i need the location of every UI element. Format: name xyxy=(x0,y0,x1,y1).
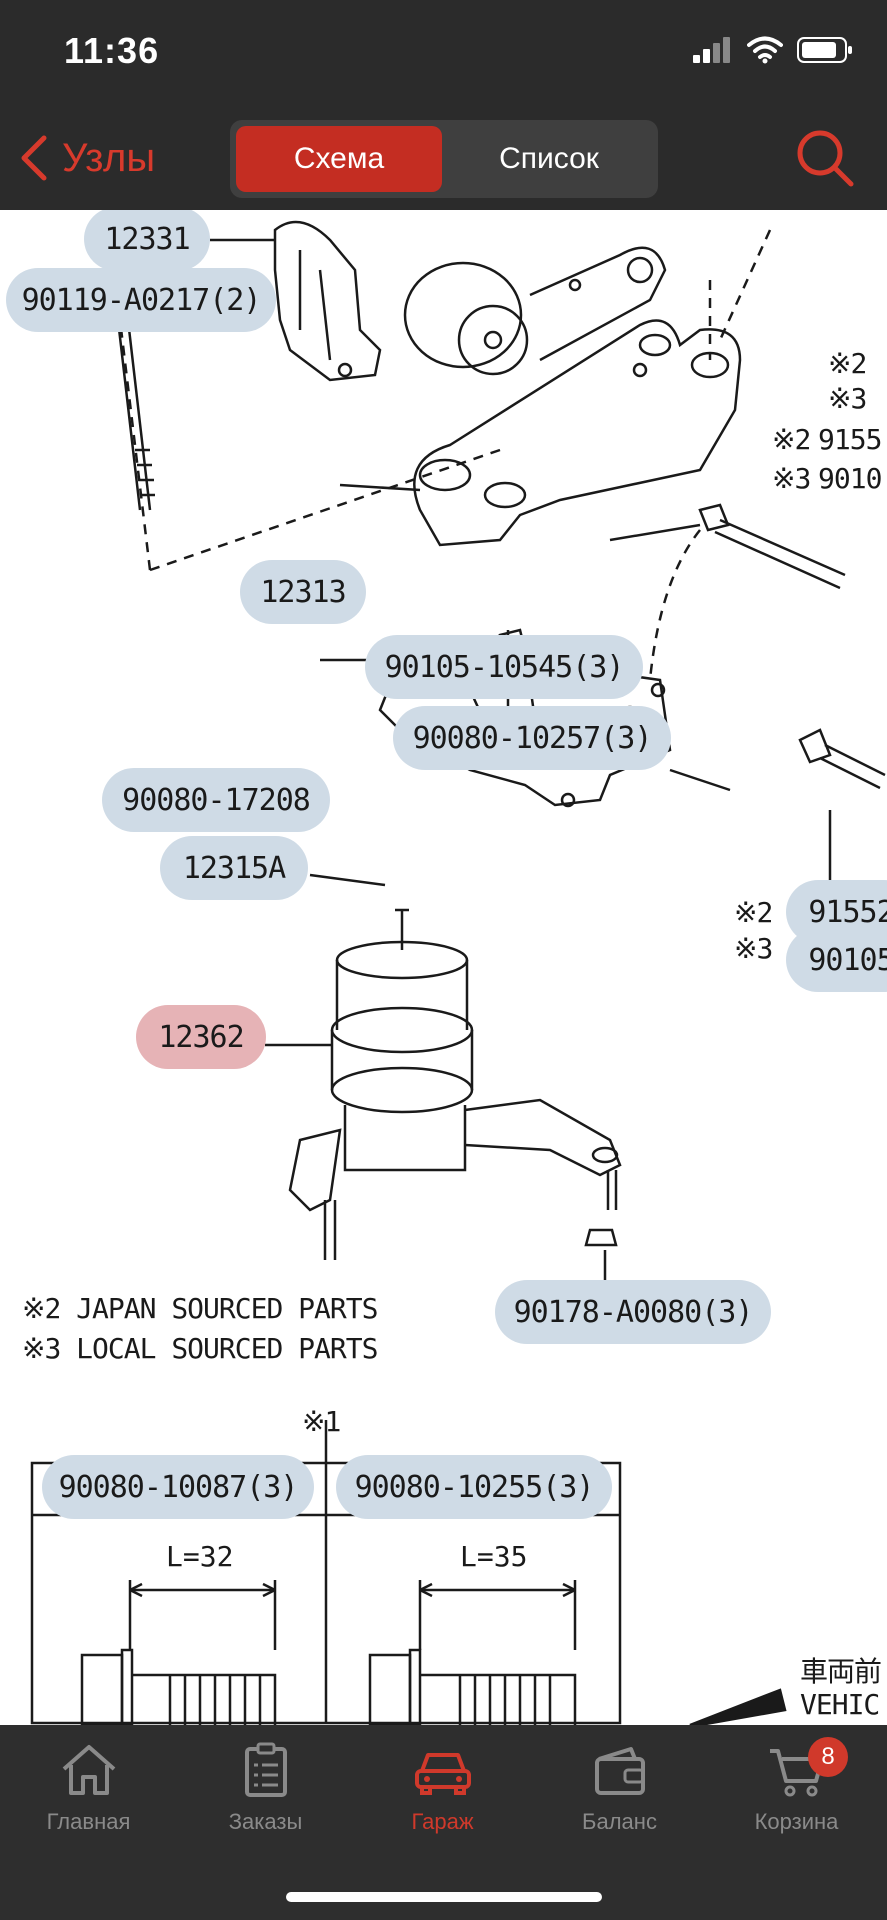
tab-cart-label: Корзина xyxy=(754,1809,839,1834)
callout-12331[interactable]: 12331 xyxy=(84,210,210,271)
vehicle-front-en: VEHIC xyxy=(800,1688,880,1721)
note-local-sourced: ※3 LOCAL SOURCED PARTS xyxy=(22,1332,378,1365)
wifi-icon xyxy=(747,36,783,64)
back-button-label: Узлы xyxy=(62,135,156,180)
tab-balance[interactable]: Баланс xyxy=(531,1735,708,1855)
callout-90105[interactable]: 90105-10545(3) xyxy=(365,635,643,699)
callout-90105-b[interactable]: 90105 xyxy=(786,928,887,992)
view-switcher: Схема Список xyxy=(230,120,658,198)
bracket-12331 xyxy=(273,220,382,382)
tab-garage-label: Гараж xyxy=(411,1809,474,1834)
tab-balance-label: Баланс xyxy=(582,1809,657,1834)
search-button[interactable] xyxy=(793,126,857,190)
callout-90119[interactable]: 90119-A0217(2) xyxy=(6,268,276,332)
length-right: L=35 xyxy=(460,1540,528,1573)
callout-12313[interactable]: 12313 xyxy=(240,560,366,624)
mount-top xyxy=(403,261,523,369)
chevron-left-icon xyxy=(21,135,47,181)
length-left: L=32 xyxy=(166,1540,234,1573)
status-bar: 11:36 xyxy=(0,0,887,110)
note-mark-3-right: ※3 xyxy=(734,932,773,965)
search-icon xyxy=(797,130,854,187)
home-icon xyxy=(62,1745,115,1795)
callout-90080-10255[interactable]: 90080-10255(3) xyxy=(336,1455,612,1519)
callout-90080-10087[interactable]: 90080-10087(3) xyxy=(42,1455,314,1519)
orders-icon xyxy=(244,1742,287,1797)
tab-orders[interactable]: Заказы xyxy=(177,1735,354,1855)
wallet-icon xyxy=(594,1747,645,1795)
note-mark-2-mid: ※2 xyxy=(772,423,811,456)
tab-list[interactable]: Список xyxy=(499,142,599,175)
back-button[interactable]: Узлы xyxy=(18,128,155,188)
note-9010: 9010 xyxy=(818,462,882,495)
callout-90178[interactable]: 90178-A0080(3) xyxy=(495,1280,771,1344)
callout-90080-10257[interactable]: 90080-10257(3) xyxy=(393,706,671,770)
tab-orders-label: Заказы xyxy=(228,1809,303,1834)
status-icons xyxy=(693,36,853,64)
tab-home[interactable]: Главная xyxy=(0,1735,177,1855)
note-mark-2-right: ※2 xyxy=(734,896,773,929)
nav-bar: Узлы Схема Список xyxy=(0,110,887,210)
signal-icon xyxy=(693,37,730,63)
callout-90080-17208[interactable]: 90080-17208 xyxy=(102,768,330,832)
callout-12315a[interactable]: 12315A xyxy=(160,836,308,900)
tab-scheme[interactable]: Схема xyxy=(236,126,442,192)
note-mark-2-top: ※2 xyxy=(828,347,867,380)
cart-badge: 8 xyxy=(808,1737,848,1777)
note-japan-sourced: ※2 JAPAN SOURCED PARTS xyxy=(22,1292,378,1325)
bracket-12313 xyxy=(413,319,742,547)
tab-garage[interactable]: Гараж xyxy=(354,1735,531,1855)
home-indicator[interactable] xyxy=(286,1892,602,1902)
note-ref-1: ※1 xyxy=(302,1405,341,1438)
car-icon xyxy=(414,1753,471,1795)
tab-cart[interactable]: Корзина 8 xyxy=(708,1735,885,1855)
tab-home-label: Главная xyxy=(46,1809,131,1834)
note-mark-3-mid: ※3 xyxy=(772,462,811,495)
note-mark-3-top: ※3 xyxy=(828,382,867,415)
parts-diagram[interactable]: 12331 90119-A0217(2) 12313 90105-10545(3… xyxy=(0,210,887,1725)
callout-12362[interactable]: 12362 xyxy=(136,1005,266,1069)
bottom-tab-bar: Главная Заказы Гараж Баланс xyxy=(0,1725,887,1920)
vehicle-front-jp: 車両前 xyxy=(800,1655,882,1688)
note-9155: 9155 xyxy=(818,423,882,456)
battery-icon xyxy=(797,37,852,63)
status-time: 11:36 xyxy=(64,30,160,71)
